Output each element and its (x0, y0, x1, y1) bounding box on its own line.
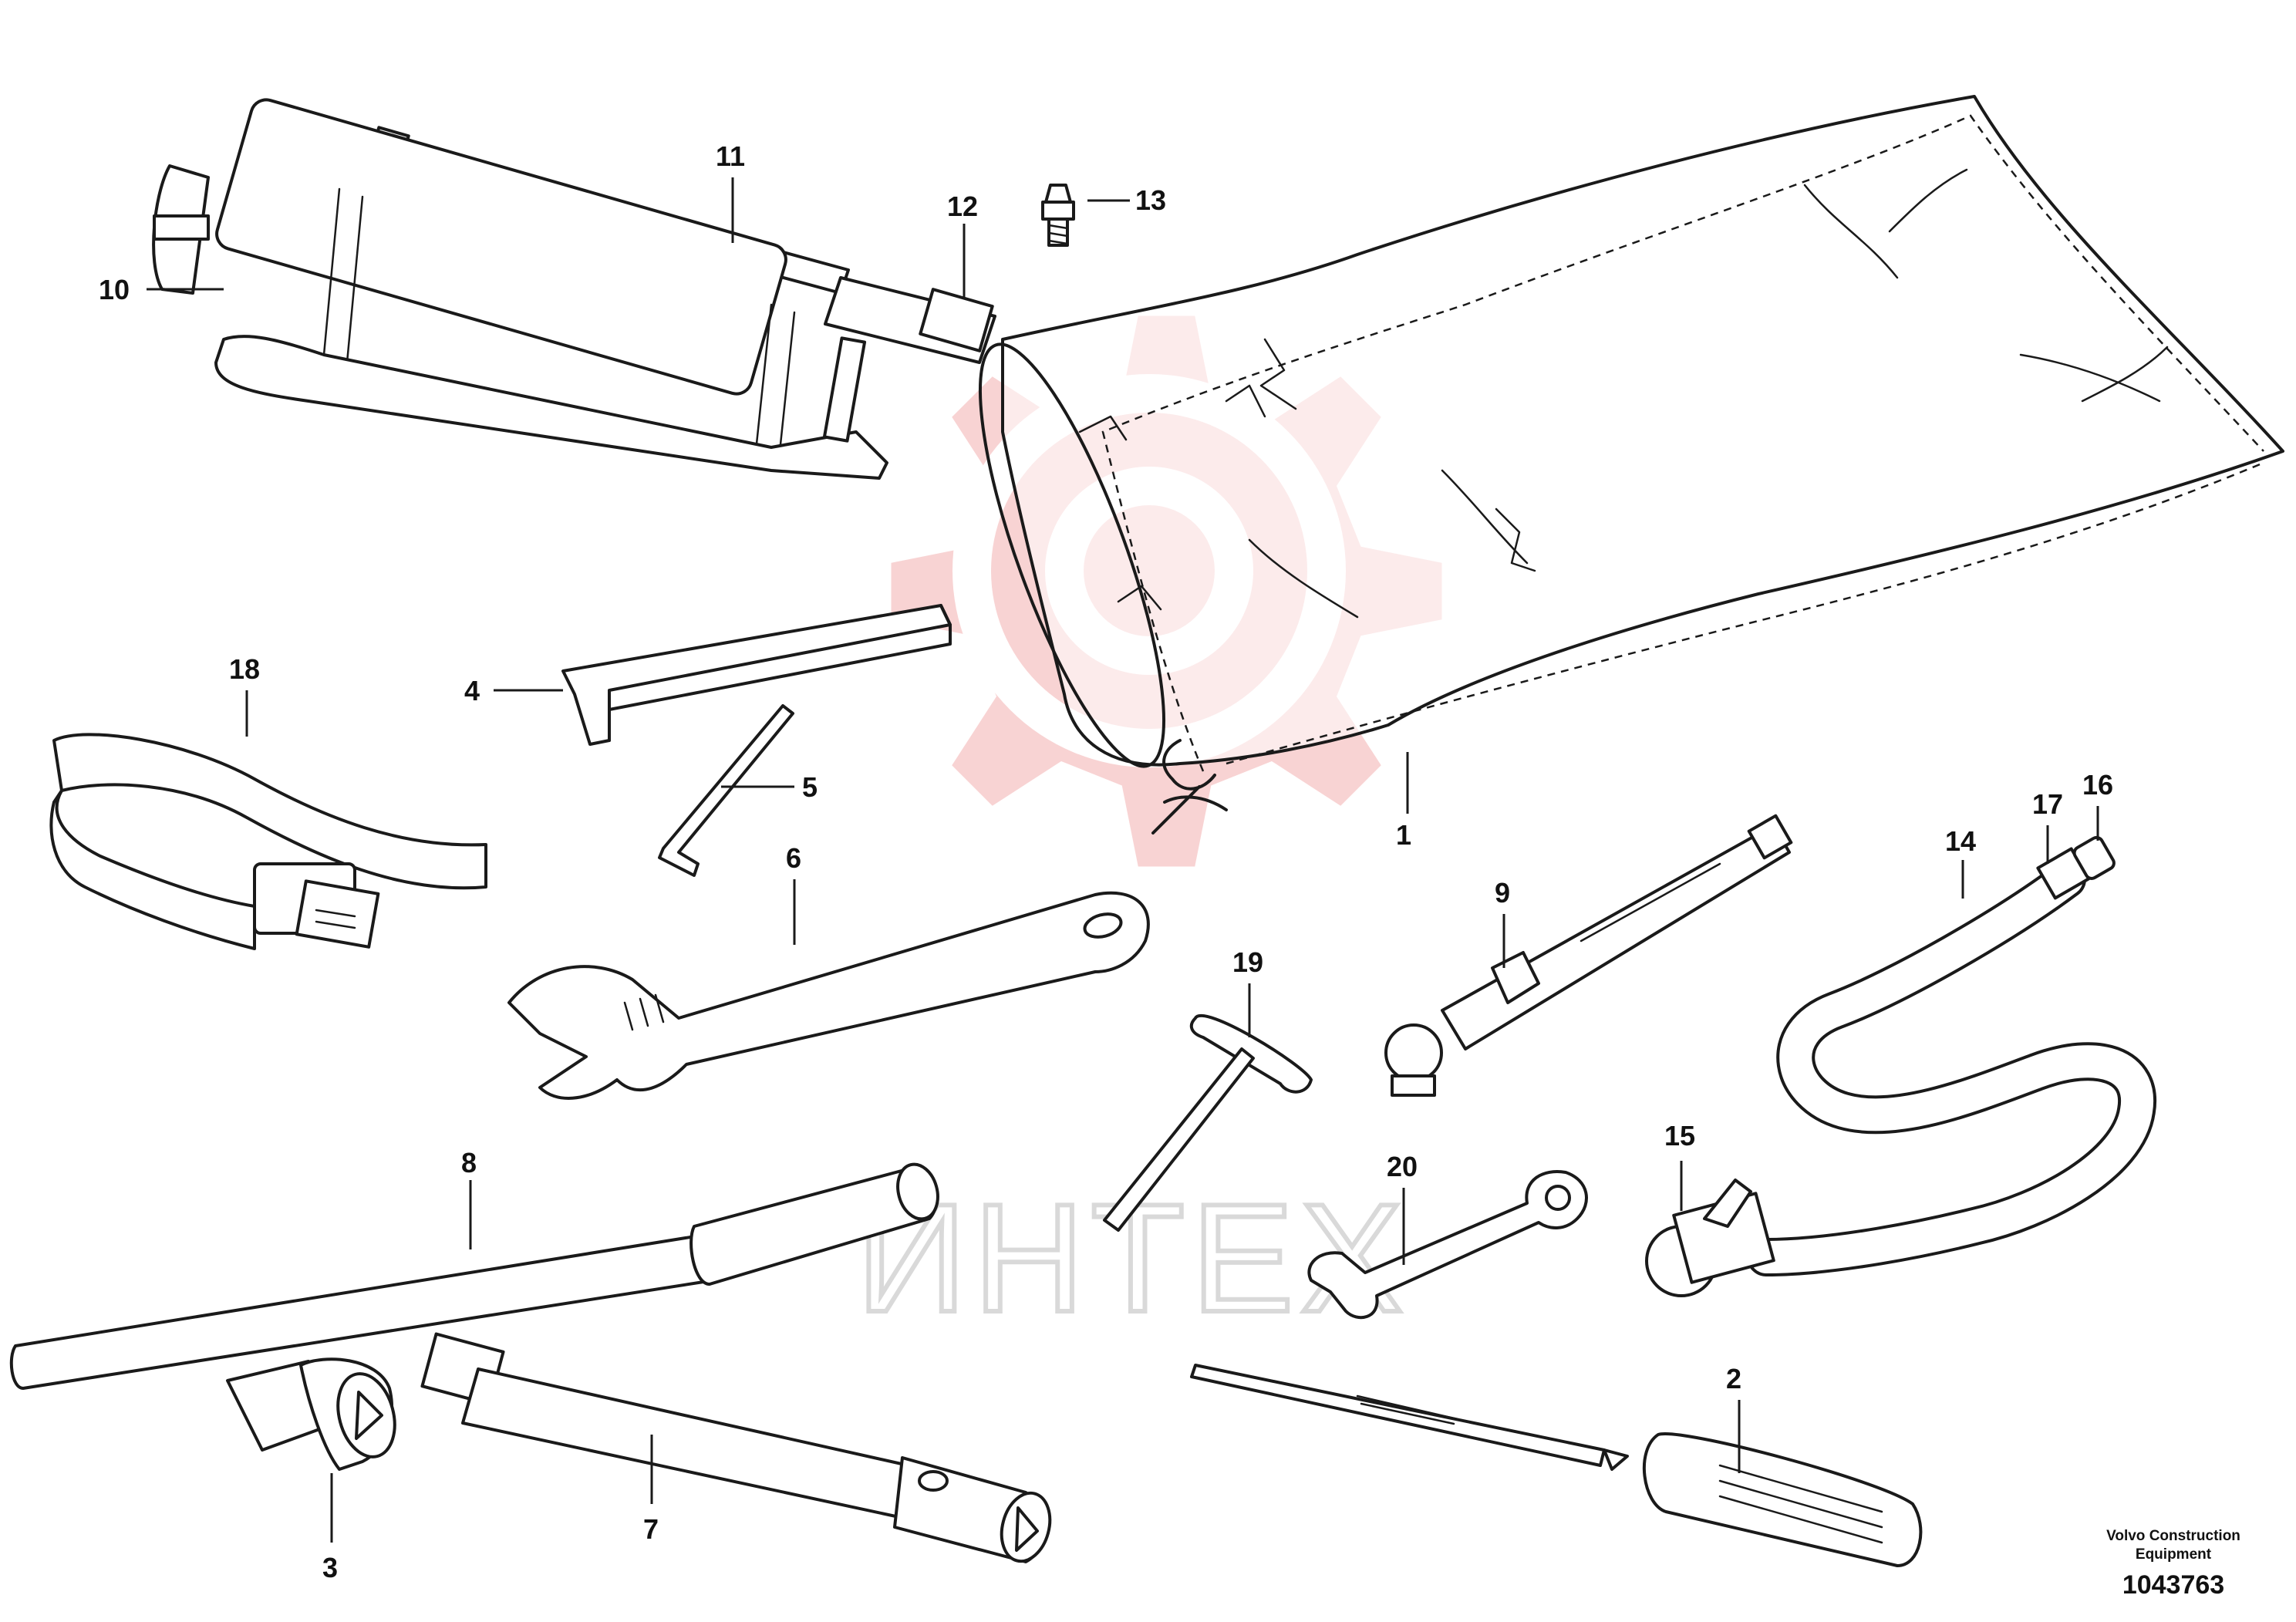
part-18-strap (49, 733, 487, 950)
callout-20: 20 (1387, 1151, 1418, 1182)
part-8-tommy-bar (9, 1162, 939, 1390)
footer: Volvo Construction Equipment 1043763 (2106, 1528, 2240, 1600)
callout-18: 18 (229, 653, 260, 685)
part-5-hex-key-small (658, 704, 794, 877)
callout-11: 11 (716, 140, 745, 172)
callout-12: 12 (947, 191, 978, 222)
drawing-number: 1043763 (2122, 1570, 2224, 1600)
part-1-tool-bag (978, 95, 2284, 835)
callout-2: 2 (1726, 1363, 1741, 1394)
part-19-t-handle (1103, 1013, 1313, 1232)
part-6-adjustable-wrench (507, 891, 1150, 1100)
callout-17: 17 (2032, 788, 2063, 820)
part-7-socket-extension (420, 1332, 1052, 1563)
part-9-pressure-gauge (1384, 814, 1793, 1097)
callout-3: 3 (322, 1552, 338, 1583)
callout-4: 4 (464, 675, 480, 706)
callout-7: 7 (643, 1513, 659, 1545)
brand-line-1: Volvo Construction (2106, 1528, 2240, 1544)
part-13-grease-nipple (1041, 184, 1075, 247)
callout-19: 19 (1232, 946, 1263, 978)
callout-9: 9 (1495, 877, 1510, 909)
callout-15: 15 (1664, 1120, 1695, 1152)
part-2-screwdriver (1190, 1364, 1923, 1567)
part-14-17-air-hose (1645, 835, 2157, 1297)
callout-14: 14 (1945, 825, 1976, 857)
callout-13: 13 (1135, 184, 1166, 216)
callout-1: 1 (1396, 819, 1411, 851)
callout-8: 8 (461, 1147, 477, 1179)
callout-16: 16 (2082, 769, 2113, 801)
part-3-socket (226, 1357, 396, 1471)
part-20-combination-wrench (1307, 1170, 1588, 1320)
leader-lines (147, 177, 2099, 1543)
callout-10: 10 (99, 274, 130, 305)
part-4-hex-key-large (561, 604, 952, 746)
brand-line-2: Equipment (2136, 1546, 2212, 1563)
part-10-11-12-grease-gun (152, 98, 996, 480)
callout-5: 5 (802, 771, 818, 803)
callout-6: 6 (786, 842, 801, 874)
callouts: 1 2 3 4 5 6 7 8 9 10 11 12 13 14 15 16 1… (99, 140, 2113, 1583)
